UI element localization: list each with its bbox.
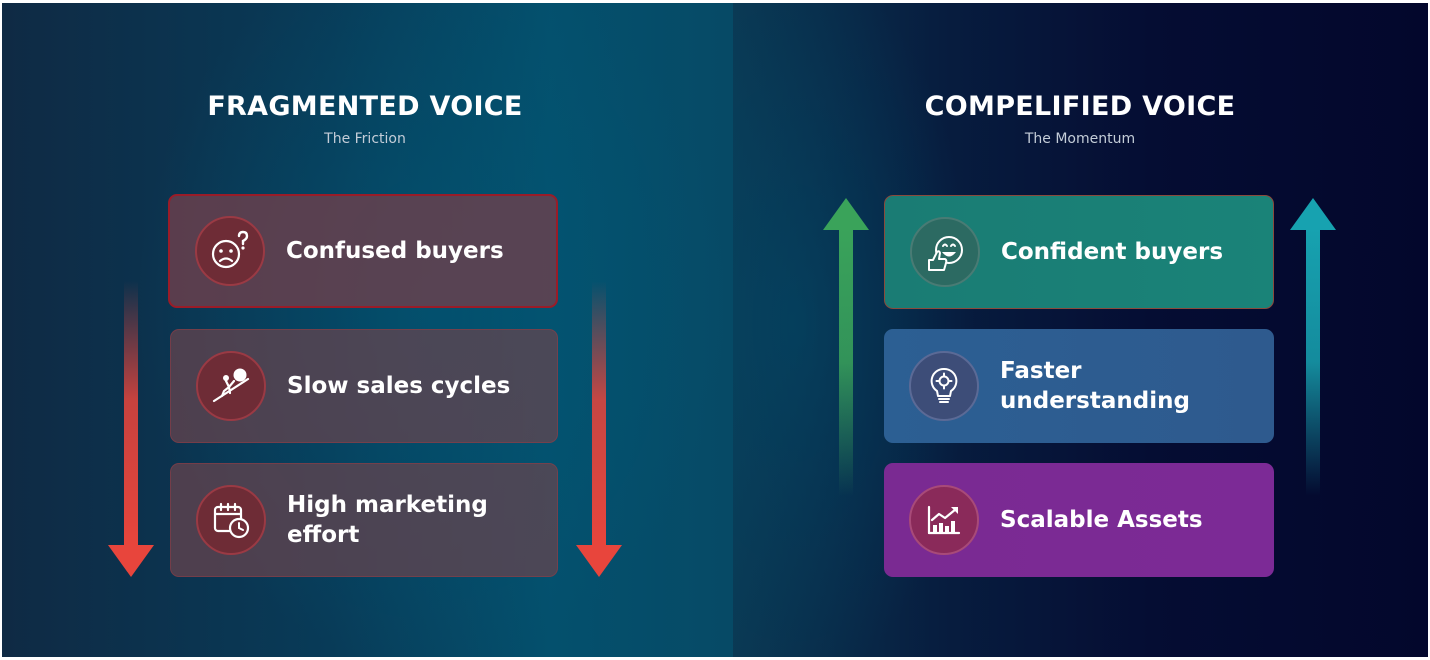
confident-buyers-label: Confident buyers: [1001, 239, 1224, 265]
scalable-assets-card: Scalable Assets: [884, 463, 1274, 577]
fragmented-voice-panel: FRAGMENTED VOICE The Friction: [2, 3, 733, 657]
scalable-assets-label: Scalable Assets: [1000, 507, 1203, 533]
confused-buyers-card: Confused buyers: [168, 194, 558, 308]
fragmented-voice-subtitle: The Friction: [324, 131, 406, 147]
compelified-voice-title: COMPELIFIED VOICE: [924, 91, 1236, 122]
down-arrow-right: [576, 281, 622, 577]
slow-sales-cycles-label: Slow sales cycles: [287, 373, 511, 399]
uphill-push-icon: [196, 351, 266, 421]
confused-face-icon: [195, 216, 265, 286]
compelified-voice-subtitle: The Momentum: [1024, 131, 1136, 147]
calendar-clock-icon: [196, 485, 266, 555]
down-arrow-left: [108, 281, 154, 577]
high-marketing-effort-label: High marketing effort: [287, 492, 488, 548]
lightbulb-gear-icon: [909, 351, 979, 421]
high-marketing-effort-card: High marketing effort: [170, 463, 558, 577]
faster-understanding-card: Faster understanding: [884, 329, 1274, 443]
fragmented-voice-title: FRAGMENTED VOICE: [207, 91, 523, 122]
up-arrow-right: [1290, 198, 1336, 496]
slow-sales-cycles-card: Slow sales cycles: [170, 329, 558, 443]
up-arrow-left: [823, 198, 869, 496]
confused-buyers-label: Confused buyers: [286, 238, 504, 264]
faster-understanding-label: Faster understanding: [1000, 358, 1190, 414]
compelified-voice-panel: COMPELIFIED VOICE The Momentum: [733, 3, 1428, 657]
growth-chart-icon: [909, 485, 979, 555]
thumbs-up-smile-icon: [910, 217, 980, 287]
confident-buyers-card: Confident buyers: [884, 195, 1274, 309]
